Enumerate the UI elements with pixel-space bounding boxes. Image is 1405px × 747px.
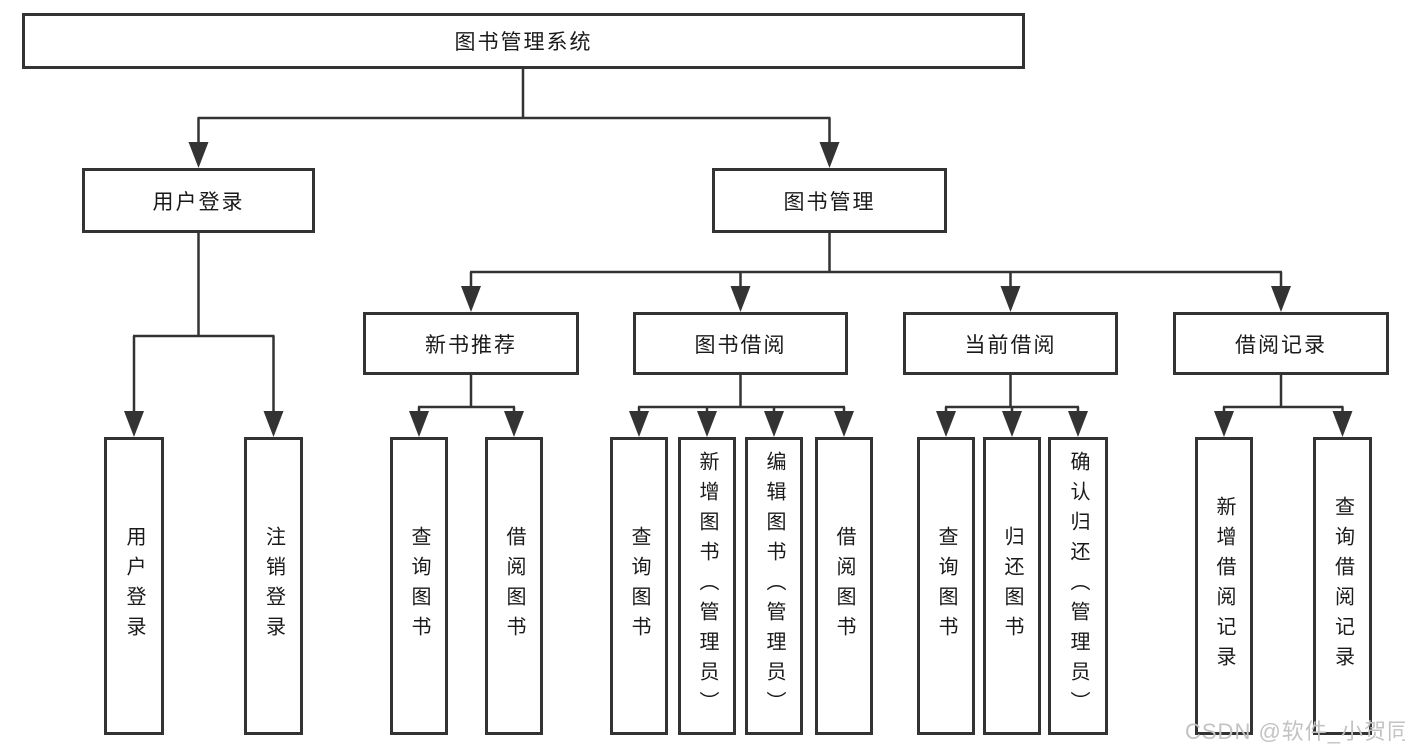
arrowhead-icon	[124, 411, 144, 437]
leaf-borrow-books-borrowing-label: 借阅图书	[833, 526, 855, 646]
leaf-query-books-current: 查询图书	[917, 437, 975, 735]
leaf-confirm-return-admin: 确认归还（管理员）	[1048, 437, 1108, 735]
node-root-label: 图书管理系统	[454, 31, 593, 54]
arrowhead-icon	[764, 411, 784, 437]
arrowhead-icon	[730, 286, 751, 312]
leaf-user-login-label: 用户登录	[123, 526, 145, 646]
connector-borrowing-records-to-leaves	[1222, 375, 1344, 413]
leaf-query-books-current-label: 查询图书	[935, 526, 957, 646]
node-current-borrowing: 当前借阅	[903, 312, 1118, 375]
connector-book-borrowing-to-leaves	[637, 375, 846, 413]
connector-lines	[132, 68, 1344, 413]
node-borrowing-records: 借阅记录	[1173, 312, 1389, 375]
connector-user-login-to-leaves	[132, 233, 275, 412]
arrowhead-icon	[1214, 411, 1234, 437]
arrowhead-icon	[834, 411, 854, 437]
leaf-query-borrow-record: 查询借阅记录	[1313, 437, 1372, 735]
leaf-add-borrow-record: 新增借阅记录	[1195, 437, 1253, 735]
leaf-edit-books-admin: 编辑图书（管理员）	[745, 437, 803, 735]
leaf-return-books: 归还图书	[983, 437, 1041, 735]
arrowhead-icon	[409, 411, 429, 437]
leaf-borrow-books-recommend-label: 借阅图书	[503, 526, 525, 646]
leaf-logout-label: 注销登录	[262, 526, 285, 646]
connector-new-book-to-leaves	[417, 375, 516, 413]
arrowhead-icon	[461, 286, 481, 312]
leaf-add-books-admin-label: 新增图书（管理员）	[696, 451, 718, 721]
node-book-management: 图书管理	[712, 168, 947, 233]
node-book-borrowing-label: 图书借阅	[694, 333, 787, 357]
node-new-book-recommend: 新书推荐	[363, 312, 579, 375]
arrowhead-icon	[1002, 411, 1022, 437]
node-book-management-label: 图书管理	[783, 190, 876, 214]
leaf-query-books-borrowing: 查询图书	[610, 437, 668, 735]
arrowhead-icon	[1068, 411, 1088, 437]
arrowhead-icon	[819, 142, 840, 168]
leaf-borrow-books-borrowing: 借阅图书	[815, 437, 873, 735]
leaf-edit-books-admin-label: 编辑图书（管理员）	[763, 451, 785, 721]
arrowhead-icon	[936, 411, 956, 437]
leaf-user-login: 用户登录	[104, 437, 164, 735]
connector-current-borrowing-to-leaves	[944, 375, 1080, 413]
node-new-book-recommend-label: 新书推荐	[425, 333, 517, 357]
arrowhead-icon	[504, 411, 524, 437]
leaf-query-books-recommend: 查询图书	[390, 437, 448, 735]
node-current-borrowing-label: 当前借阅	[964, 333, 1057, 357]
leaf-add-borrow-record-label: 新增借阅记录	[1213, 496, 1235, 676]
leaf-add-books-admin: 新增图书（管理员）	[678, 437, 736, 735]
arrowhead-icon	[1271, 286, 1291, 312]
leaf-query-books-recommend-label: 查询图书	[408, 526, 430, 646]
leaf-borrow-books-recommend: 借阅图书	[485, 437, 543, 735]
node-book-borrowing: 图书借阅	[633, 312, 848, 375]
watermark-text: CSDN @软件_小贺同学	[1185, 719, 1405, 744]
arrowhead-icon	[188, 142, 209, 168]
arrowhead-icon	[697, 411, 717, 437]
leaf-query-books-borrowing-label: 查询图书	[628, 526, 650, 646]
connector-root-to-level2	[197, 68, 831, 146]
node-borrowing-records-label: 借阅记录	[1235, 333, 1327, 357]
leaf-query-borrow-record-label: 查询借阅记录	[1331, 496, 1354, 676]
node-user-login-label: 用户登录	[152, 190, 245, 214]
arrowhead-icon	[629, 411, 649, 437]
leaf-confirm-return-admin-label: 确认归还（管理员）	[1067, 451, 1089, 721]
arrowhead-icon	[1332, 411, 1353, 437]
leaf-return-books-label: 归还图书	[1001, 526, 1023, 646]
leaf-logout: 注销登录	[244, 437, 303, 735]
arrowhead-icon	[263, 411, 284, 437]
arrowhead-icon	[1000, 286, 1021, 312]
connector-book-management-to-level3	[469, 233, 1283, 288]
node-root: 图书管理系统	[22, 13, 1025, 69]
node-user-login: 用户登录	[82, 168, 315, 233]
